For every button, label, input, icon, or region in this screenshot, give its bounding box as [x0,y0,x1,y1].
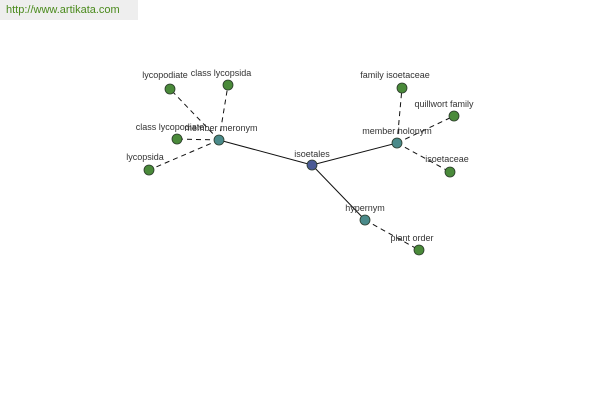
node-lycopodiate[interactable] [164,83,176,95]
node-lycopsida[interactable] [143,164,155,176]
node-label-quillwort-family: quillwort family [414,99,474,109]
node-member-holonym[interactable] [391,137,403,149]
edge-member-meronym-to-class-lycopodiate [176,138,220,141]
node-isoetales[interactable] [306,159,318,171]
node-label-member-meronym: member meronym [184,123,257,133]
edge-member-meronym-to-lycopsida [148,139,220,171]
node-label-isoetaceae: isoetaceae [425,154,469,164]
node-label-lycopsida: lycopsida [126,152,164,162]
node-quillwort-family[interactable] [448,110,460,122]
edge-isoetales-to-member-meronym [218,139,313,166]
node-plant-order[interactable] [413,244,425,256]
node-isoetaceae[interactable] [444,166,456,178]
node-class-lycopodiate[interactable] [171,133,183,145]
labels-layer: isoetales member meronym member holonym hyp… [126,68,474,243]
watermark-url: http://www.artikata.com [0,0,138,20]
node-member-meronym[interactable] [213,134,225,146]
node-label-member-holonym: member holonym [362,126,432,136]
edge-hypernym-to-plant-order [364,219,420,251]
edge-isoetales-to-hypernym [311,164,366,221]
node-hypernym[interactable] [359,214,371,226]
node-label-class-lycopodiate: class lycopodiate [136,122,205,132]
edge-member-holonym-to-isoetaceae [396,142,451,173]
edge-member-holonym-to-quillwort-family [396,115,455,144]
node-family-isoetaceae[interactable] [396,82,408,94]
edge-member-holonym-to-family-isoetaceae [396,87,403,144]
node-label-family-isoetaceae: family isoetaceae [360,70,430,80]
edge-member-meronym-to-class-lycopsida-1 [218,84,229,141]
node-label-hypernym: hypernym [345,203,385,213]
edge-isoetales-to-member-holonym [311,142,398,166]
node-label-lycopodiate: lycopodiate [142,70,188,80]
node-label-class-lycopsida-1: class lycopsida [191,68,252,78]
edges-layer [148,84,455,251]
node-class-lycopsida-1[interactable] [222,79,234,91]
nodes-layer [143,79,460,256]
edge-member-meronym-to-lycopodiate [169,88,220,141]
node-label-plant-order: plant order [390,233,433,243]
node-label-isoetales: isoetales [294,149,330,159]
